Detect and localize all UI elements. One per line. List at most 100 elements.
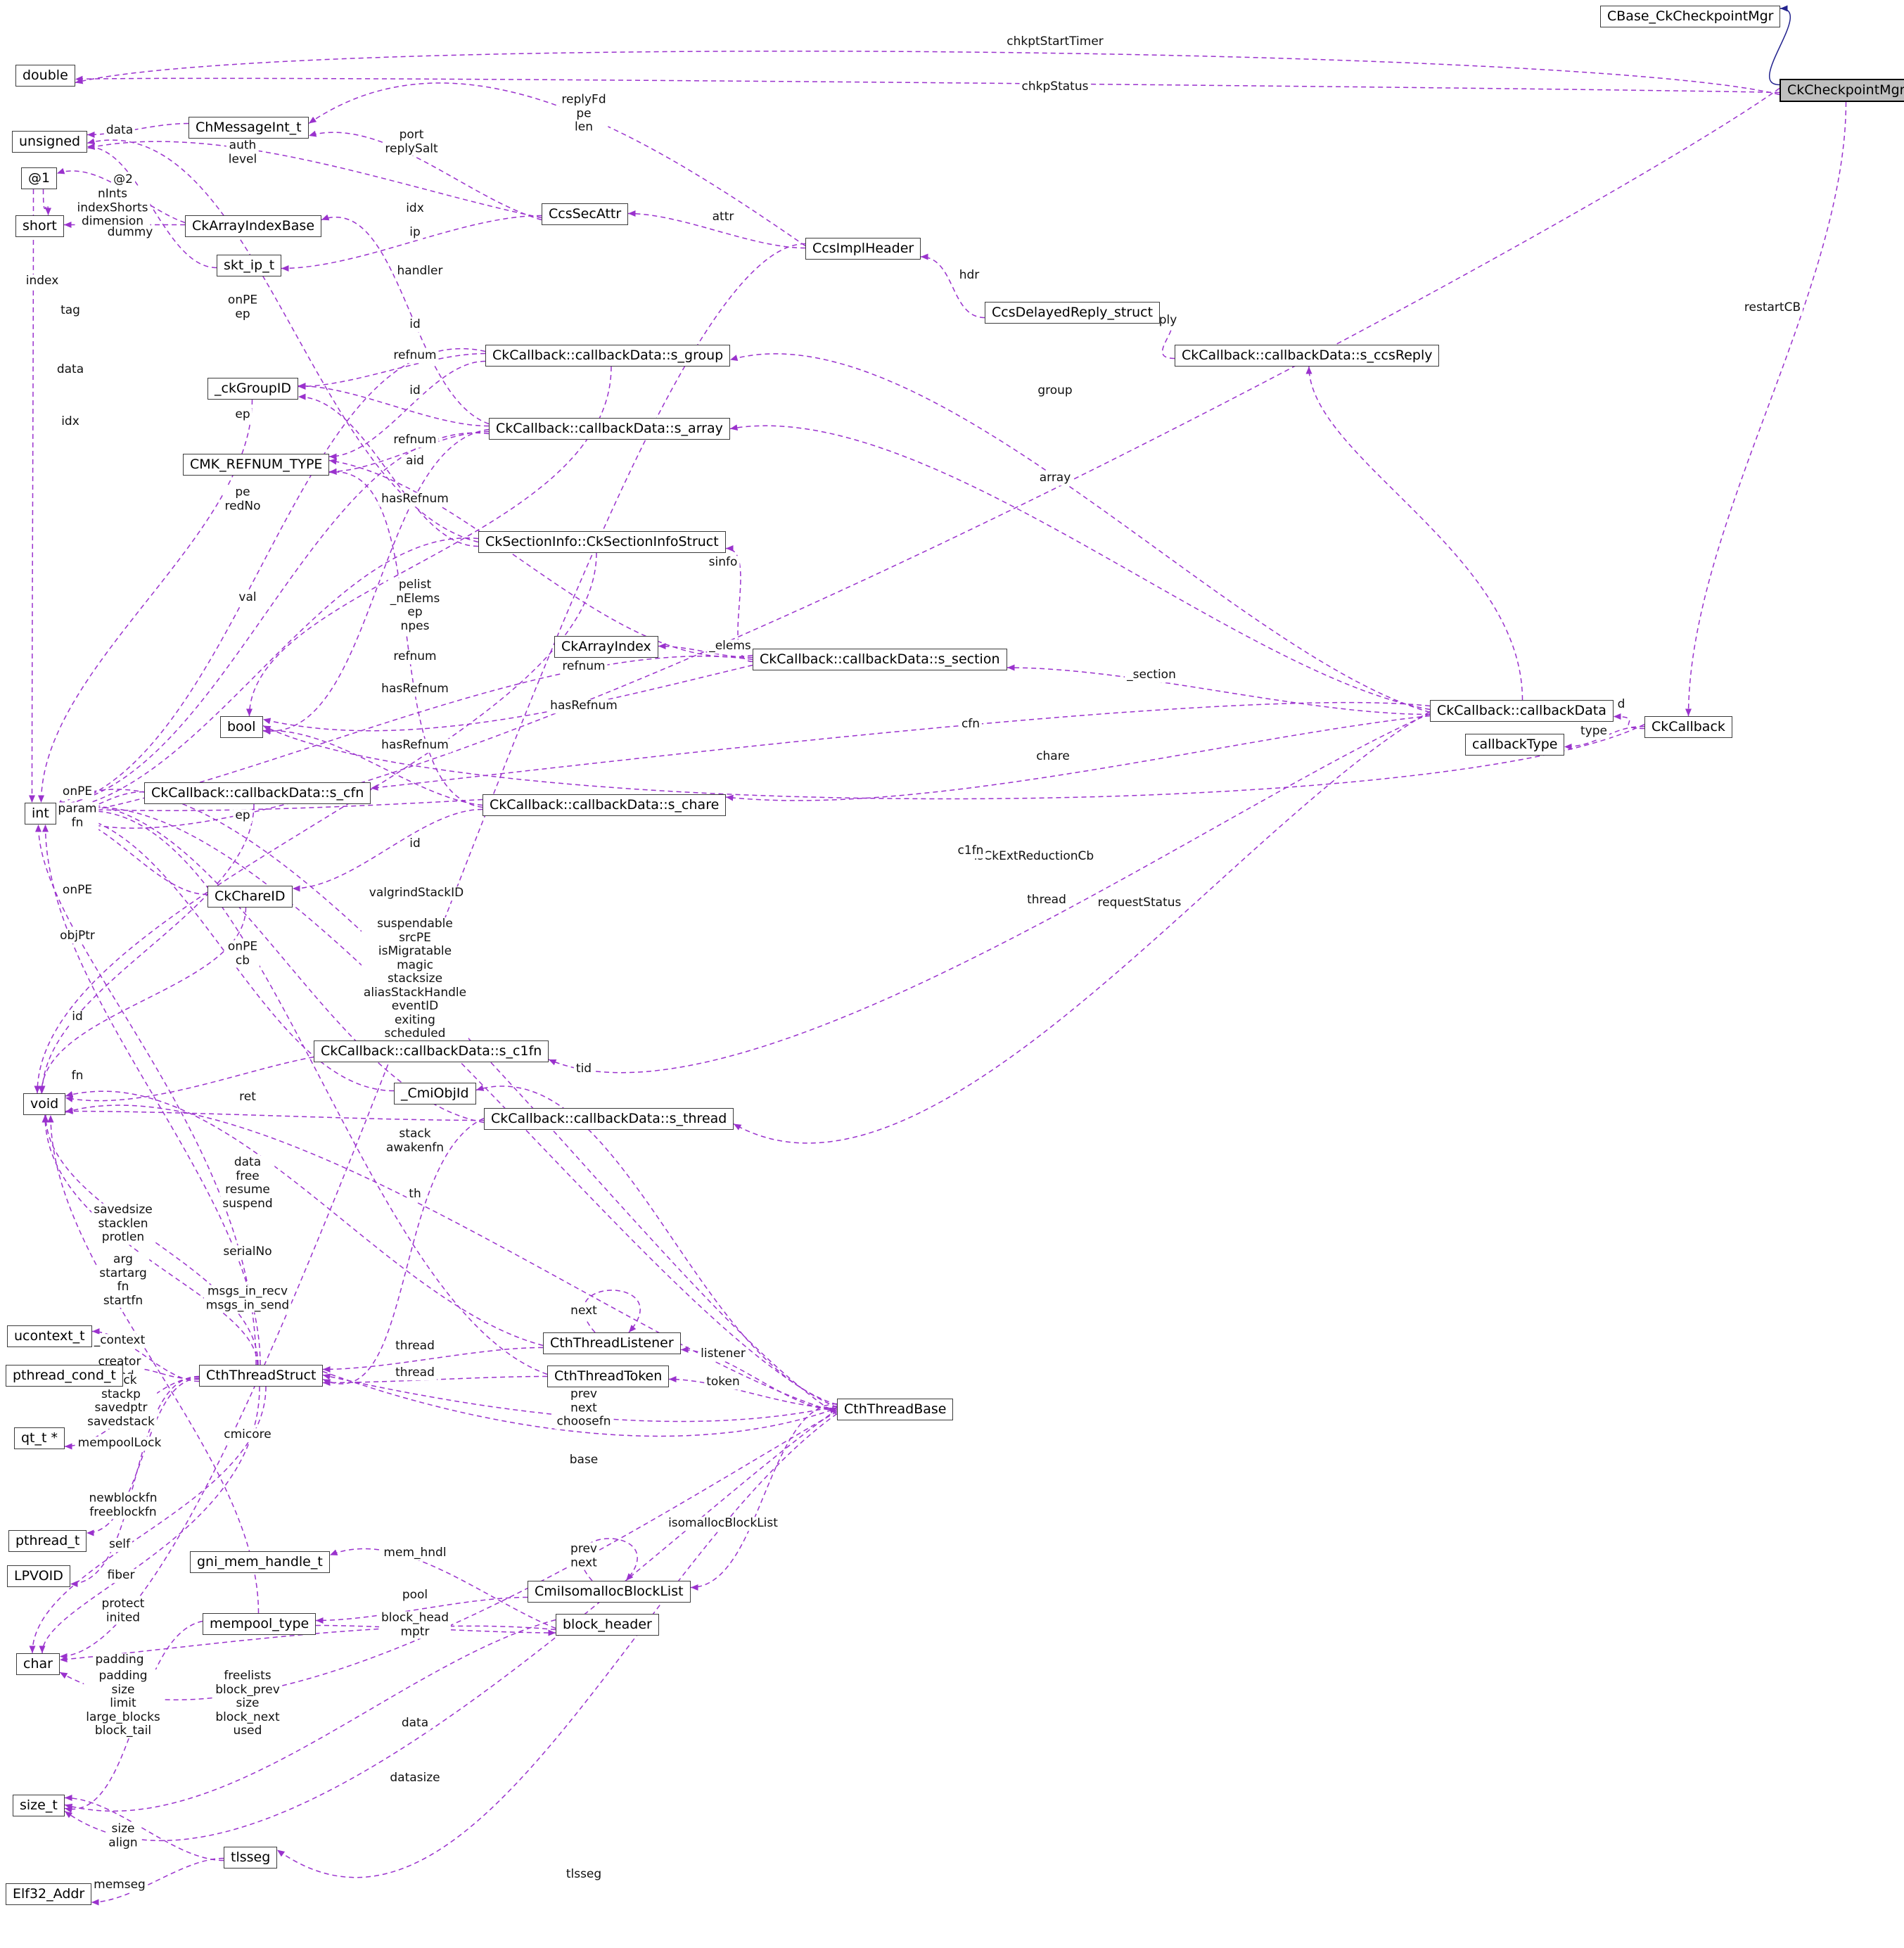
edge-label: padding [93, 1653, 146, 1667]
node-size_t[interactable]: size_t [13, 1795, 65, 1816]
node-bool[interactable]: bool [220, 716, 263, 738]
edge-label: id [407, 384, 423, 398]
node-anon1[interactable]: @1 [21, 167, 58, 189]
node-CthThreadBase[interactable]: CthThreadBase [837, 1399, 954, 1420]
edge-label: isCkExtReductionCb [971, 850, 1097, 864]
node-CthThreadToken[interactable]: CthThreadToken [547, 1365, 670, 1387]
node-s_chare[interactable]: CkCallback::callbackData::s_chare [483, 794, 727, 816]
node-LPVOID[interactable]: LPVOID [7, 1565, 70, 1587]
node-block_header[interactable]: block_header [556, 1614, 659, 1636]
node-s_cfn[interactable]: CkCallback::callbackData::s_cfn [144, 782, 371, 804]
node-CthThreadStruct[interactable]: CthThreadStruct [199, 1365, 324, 1387]
edge-label: next [568, 1304, 599, 1318]
node-gni_mem_handle_t[interactable]: gni_mem_handle_t [190, 1551, 330, 1573]
edge-label: data [54, 363, 87, 377]
edge-label: ep [233, 408, 253, 422]
node-qt_t[interactable]: qt_t * [14, 1427, 65, 1449]
node-CcsDelayedReply_struct[interactable]: CcsDelayedReply_struct [985, 302, 1161, 324]
node-char[interactable]: char [16, 1653, 60, 1675]
node-CkCheckpointMgr[interactable]: CkCheckpointMgr [1780, 79, 1904, 102]
node-s_c1fn[interactable]: CkCallback::callbackData::s_c1fn [314, 1040, 549, 1062]
node-skt_ip_t[interactable]: skt_ip_t [217, 255, 282, 276]
edge-label: onPE [60, 785, 95, 799]
node-int[interactable]: int [25, 803, 56, 825]
node-CkCallback[interactable]: CkCallback [1644, 716, 1732, 738]
edge-label: token [704, 1375, 742, 1389]
node-s_array[interactable]: CkCallback::callbackData::s_array [489, 418, 730, 440]
edge-label: valgrindStackID [366, 886, 466, 900]
edge-label: isomallocBlockList [666, 1517, 780, 1531]
node-CMK_REFNUM_TYPE[interactable]: CMK_REFNUM_TYPE [183, 454, 330, 476]
edge-label: datasize [388, 1771, 442, 1785]
node-CcsImplHeader[interactable]: CcsImplHeader [805, 238, 921, 260]
node-callbackType[interactable]: callbackType [1465, 734, 1565, 756]
edge-label: aid [404, 454, 426, 469]
edge-label: suspendable srcPE isMigratable magic sta… [361, 917, 469, 1041]
edge-label: fiber [105, 1569, 137, 1583]
node-short[interactable]: short [15, 215, 64, 237]
node-void[interactable]: void [23, 1093, 66, 1115]
edge-label: stack awakenfn [384, 1127, 446, 1155]
node-CcsSecAttr[interactable]: CcsSecAttr [542, 203, 629, 225]
edge-label: refnum [391, 349, 439, 363]
edge-label: thread [1025, 893, 1068, 908]
node-unsigned[interactable]: unsigned [12, 131, 88, 153]
edge-label: protect inited [99, 1597, 147, 1625]
node-CkChareID[interactable]: CkChareID [207, 886, 293, 908]
edge-label: serialNo [221, 1245, 274, 1259]
edge-label: refnum [391, 433, 439, 447]
edge-label: self [106, 1538, 133, 1552]
edge-label: data free resume suspend [220, 1155, 275, 1211]
edge-label: newblockfn freeblockfn [87, 1491, 160, 1520]
node-CmiObjId[interactable]: _CmiObjId [394, 1083, 476, 1104]
edge-label: block_head mptr [378, 1611, 452, 1639]
node-CmiIsomallocBlockList[interactable]: CmiIsomallocBlockList [528, 1581, 691, 1603]
node-tlsseg[interactable]: tlsseg [224, 1847, 278, 1869]
node-pthread_t[interactable]: pthread_t [8, 1530, 87, 1552]
node-CthThreadListener[interactable]: CthThreadListener [543, 1332, 681, 1354]
node-mempool_type[interactable]: mempool_type [203, 1613, 317, 1635]
node-s_section[interactable]: CkCallback::callbackData::s_section [753, 649, 1007, 670]
edge-label: @2 [111, 173, 135, 187]
edge-label: _context [91, 1334, 148, 1348]
node-s_group[interactable]: CkCallback::callbackData::s_group [485, 345, 731, 367]
node-CBase_CkCheckpointMgr[interactable]: CBase_CkCheckpointMgr [1600, 6, 1781, 27]
node-s_ccsReply[interactable]: CkCallback::callbackData::s_ccsReply [1175, 345, 1440, 367]
edge-label: size align [106, 1822, 140, 1850]
node-Elf32_Addr[interactable]: Elf32_Addr [6, 1883, 92, 1905]
node-double[interactable]: double [15, 65, 75, 87]
edge-label: fn [69, 1069, 86, 1083]
edge-label: memseg [91, 1878, 148, 1892]
edge-label: type [1578, 725, 1609, 739]
edge-label: d [1615, 698, 1628, 712]
edge-label: tid [573, 1062, 594, 1076]
node-ChMessageInt_t[interactable]: ChMessageInt_t [189, 117, 309, 139]
edge-label: restartCB [1742, 301, 1803, 315]
edge-label: pool [400, 1589, 430, 1603]
node-ckGroupID[interactable]: _ckGroupID [207, 378, 299, 400]
edge-label: array [1037, 471, 1073, 485]
edge-label: hasRefnum [548, 699, 620, 713]
edge-label: attr [710, 210, 736, 224]
edge-label: handler [395, 265, 445, 279]
node-CkArrayIndex[interactable]: CkArrayIndex [554, 636, 658, 658]
edge-label: thread [393, 1366, 437, 1380]
node-callbackData[interactable]: CkCallback::callbackData [1430, 700, 1614, 722]
node-s_thread[interactable]: CkCallback::callbackData::s_thread [484, 1108, 734, 1130]
node-sectInfoStruct[interactable]: CkSectionInfo::CkSectionInfoStruct [478, 531, 726, 553]
edge-label: param fn [56, 802, 99, 830]
edge-label: index [23, 274, 61, 288]
edge-label: pe redNo [222, 485, 263, 514]
edge-label: listener [698, 1347, 748, 1361]
edge-label: chare [1034, 750, 1072, 764]
node-CkArrayIndexBase[interactable]: CkArrayIndexBase [185, 215, 322, 237]
edge-label: onPE ep [225, 293, 260, 322]
node-ucontext_t[interactable]: ucontext_t [7, 1325, 92, 1347]
edge-label: _elems [707, 639, 753, 654]
edge-label: auth level [226, 139, 260, 167]
edge-label: th [407, 1188, 423, 1202]
edge-label: dummy [105, 226, 155, 240]
node-pthread_cond_t[interactable]: pthread_cond_t [6, 1365, 123, 1387]
edge-label: _section [1125, 668, 1178, 682]
edge-label: cmicore [222, 1428, 274, 1442]
